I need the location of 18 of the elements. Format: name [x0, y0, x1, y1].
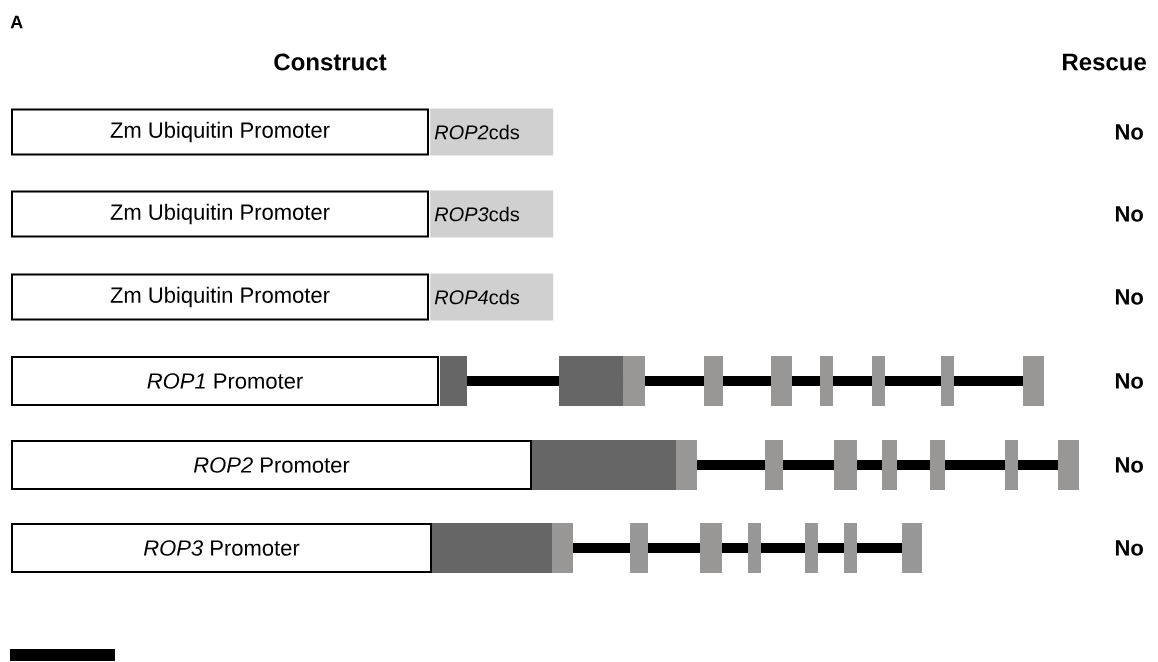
rescue-result: No: [1115, 124, 1143, 140]
coding-sequence-box: ROP4cds: [430, 273, 554, 321]
promoter-box: Zm Ubiquitin Promoter: [11, 273, 429, 321]
coding-sequence-box: ROP2cds: [430, 108, 554, 156]
promoter-box: ROP3 Promoter: [11, 523, 432, 573]
rescue-result: No: [1115, 206, 1143, 222]
panel-letter: A: [10, 15, 23, 29]
column-heading: Rescue: [1063, 53, 1146, 71]
coding-sequence-box: ROP3cds: [430, 190, 554, 238]
rescue-result: No: [1115, 289, 1143, 305]
promoter-box: Zm Ubiquitin Promoter: [11, 108, 429, 156]
promoter-box: Zm Ubiquitin Promoter: [11, 190, 429, 238]
promoter-box: ROP1 Promoter: [11, 356, 439, 406]
promoter-box: ROP2 Promoter: [11, 440, 532, 490]
rescue-result: No: [1115, 457, 1143, 473]
rescue-result: No: [1115, 373, 1143, 389]
column-heading: Construct: [274, 53, 387, 71]
rescue-result: No: [1115, 540, 1143, 556]
